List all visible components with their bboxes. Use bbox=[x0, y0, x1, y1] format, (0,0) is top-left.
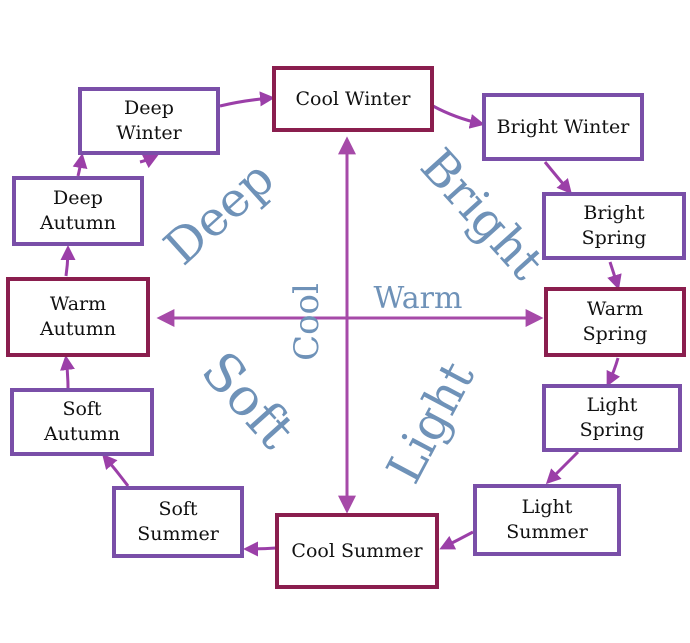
arrow-bright-spring-to-warm-spring bbox=[607, 261, 622, 290]
arrow-light-spring-to-light-summer bbox=[545, 450, 580, 485]
season-cool-summer: Cool Summer bbox=[275, 513, 439, 589]
label-cool: Cool bbox=[287, 283, 327, 361]
season-bright-winter: Bright Winter bbox=[482, 93, 644, 161]
arrow-soft-autumn-to-warm-autumn bbox=[60, 355, 75, 389]
season-soft-autumn: Soft Autumn bbox=[10, 388, 154, 456]
arrow-light-summer-to-cool-summer bbox=[439, 530, 474, 550]
label-warm: Warm bbox=[374, 281, 463, 316]
label-light: Light bbox=[376, 353, 486, 492]
arrow-soft-summer-to-soft-autumn bbox=[102, 453, 130, 487]
season-warm-spring: Warm Spring bbox=[544, 287, 686, 357]
arrow-cool-summer-to-soft-summer bbox=[243, 541, 277, 557]
arrow-deep-winter-to-cool-winter bbox=[219, 91, 275, 108]
arrow-cool-winter-to-bright-winter bbox=[432, 104, 485, 129]
season-cool-winter: Cool Winter bbox=[272, 66, 434, 132]
arrow-warm-spring-to-light-spring bbox=[606, 357, 621, 387]
arrow-bright-winter-to-bright-spring bbox=[543, 161, 572, 195]
arrow-warm-autumn-to-deep-autumn bbox=[60, 245, 76, 277]
season-light-summer: Light Summer bbox=[473, 484, 621, 556]
label-deep: Deep bbox=[154, 150, 285, 276]
season-light-spring: Light Spring bbox=[542, 384, 682, 452]
season-bright-spring: Bright Spring bbox=[542, 192, 686, 260]
season-soft-summer: Soft Summer bbox=[112, 486, 244, 558]
arrow-deep-winter-to-deep-autumn-mini bbox=[139, 154, 159, 169]
season-deep-winter: Deep Winter bbox=[78, 87, 220, 155]
arrow-deep-autumn-to-deep-winter bbox=[72, 153, 88, 177]
season-deep-autumn: Deep Autumn bbox=[12, 176, 144, 246]
season-warm-autumn: Warm Autumn bbox=[6, 277, 150, 357]
